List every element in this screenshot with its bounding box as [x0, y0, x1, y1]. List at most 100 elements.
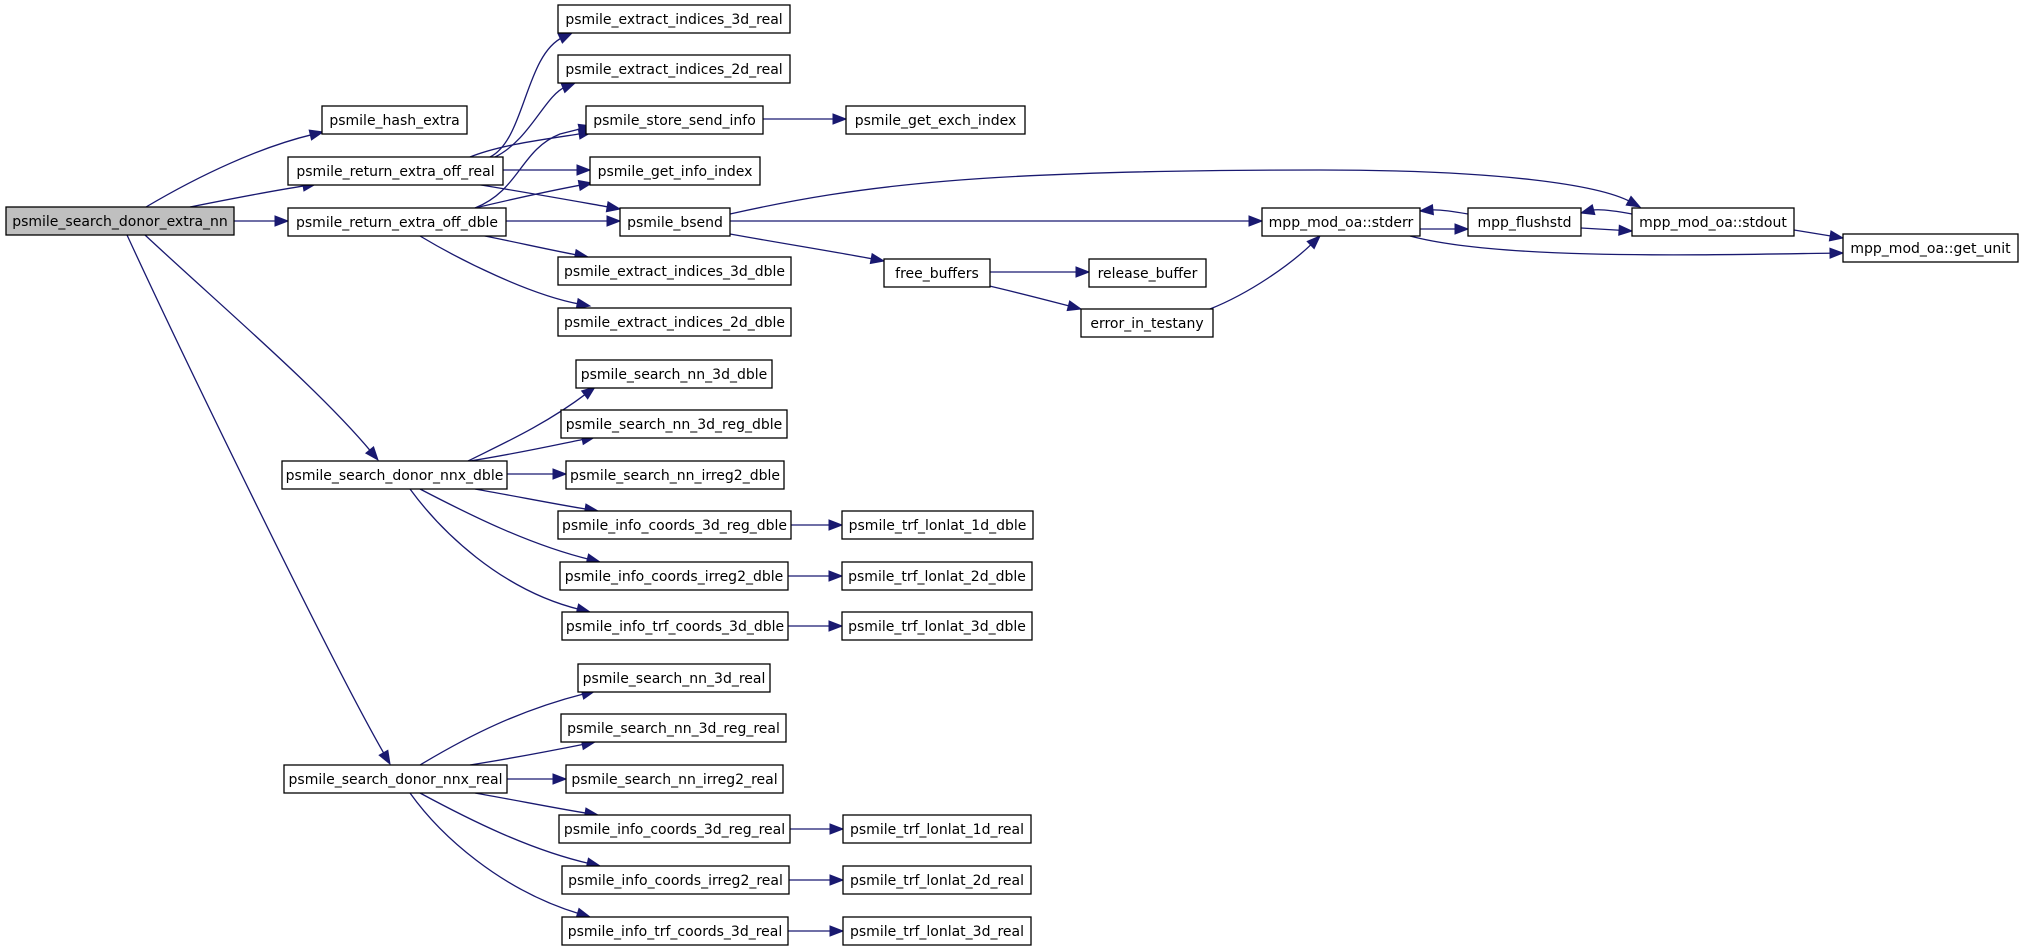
node-box[interactable]: [842, 916, 1032, 946]
node-bsend[interactable]: psmile_bsend: [619, 207, 731, 237]
node-box[interactable]: [841, 561, 1033, 591]
node-label[interactable]: psmile_info_trf_coords_3d_real: [568, 924, 782, 940]
node-itc3d[interactable]: psmile_info_trf_coords_3d_dble: [561, 611, 789, 641]
node-box[interactable]: [287, 156, 504, 186]
node-box[interactable]: [321, 105, 468, 135]
node-store[interactable]: psmile_store_send_info: [585, 105, 764, 135]
node-box[interactable]: [841, 611, 1033, 641]
node-tl1r[interactable]: psmile_trf_lonlat_1d_real: [842, 814, 1032, 844]
node-box[interactable]: [560, 409, 788, 439]
node-ret_real[interactable]: psmile_return_extra_off_real: [287, 156, 504, 186]
node-label[interactable]: psmile_trf_lonlat_3d_real: [850, 924, 1024, 940]
node-release[interactable]: release_buffer: [1088, 258, 1207, 288]
node-label[interactable]: release_buffer: [1098, 266, 1198, 282]
node-label[interactable]: free_buffers: [895, 266, 979, 282]
node-label[interactable]: mpp_mod_oa::stdout: [1639, 215, 1787, 231]
node-box[interactable]: [565, 460, 785, 490]
node-box[interactable]: [1842, 233, 2019, 263]
node-box[interactable]: [5, 206, 235, 236]
node-stderr[interactable]: mpp_mod_oa::stderr: [1261, 207, 1421, 237]
node-getinfo[interactable]: psmile_get_info_index: [589, 156, 761, 186]
node-sn3r[interactable]: psmile_search_nn_3d_real: [577, 663, 771, 693]
node-box[interactable]: [577, 663, 771, 693]
node-label[interactable]: psmile_trf_lonlat_1d_real: [850, 822, 1024, 838]
node-box[interactable]: [619, 207, 731, 237]
node-box[interactable]: [845, 105, 1026, 135]
node-ext3d[interactable]: psmile_extract_indices_3d_dble: [557, 256, 792, 286]
node-box[interactable]: [561, 865, 790, 895]
node-label[interactable]: psmile_trf_lonlat_3d_dble: [848, 619, 1026, 635]
node-hash_extra[interactable]: psmile_hash_extra: [321, 105, 468, 135]
node-label[interactable]: psmile_trf_lonlat_2d_dble: [848, 569, 1026, 585]
node-box[interactable]: [557, 510, 792, 540]
node-box[interactable]: [560, 713, 787, 743]
node-label[interactable]: psmile_get_info_index: [598, 164, 753, 180]
node-box[interactable]: [1088, 258, 1207, 288]
node-ext2d[interactable]: psmile_extract_indices_2d_dble: [557, 307, 792, 337]
node-box[interactable]: [557, 54, 791, 84]
node-label[interactable]: psmile_search_nn_3d_dble: [581, 367, 768, 383]
node-label[interactable]: psmile_search_nn_3d_real: [583, 671, 766, 687]
node-label[interactable]: psmile_get_exch_index: [855, 113, 1016, 129]
node-box[interactable]: [841, 510, 1034, 540]
node-label[interactable]: psmile_hash_extra: [329, 113, 459, 129]
node-box[interactable]: [1261, 207, 1421, 237]
node-label[interactable]: error_in_testany: [1090, 316, 1203, 332]
node-label[interactable]: mpp_mod_oa::stderr: [1269, 215, 1414, 231]
node-box[interactable]: [559, 561, 789, 591]
node-box[interactable]: [585, 105, 764, 135]
node-box[interactable]: [557, 4, 791, 34]
node-label[interactable]: psmile_info_trf_coords_3d_dble: [566, 619, 784, 635]
node-errtest[interactable]: error_in_testany: [1080, 308, 1214, 338]
node-ext2r[interactable]: psmile_extract_indices_2d_real: [557, 54, 791, 84]
node-label[interactable]: psmile_store_send_info: [593, 113, 756, 129]
node-label[interactable]: mpp_flushstd: [1478, 215, 1572, 231]
node-box[interactable]: [287, 207, 507, 237]
node-nnx_real[interactable]: psmile_search_donor_nnx_real: [283, 764, 508, 794]
node-icir2d[interactable]: psmile_info_coords_irreg2_dble: [559, 561, 789, 591]
node-sn3rd[interactable]: psmile_search_nn_3d_reg_dble: [560, 409, 788, 439]
node-label[interactable]: psmile_search_nn_irreg2_dble: [570, 468, 780, 484]
node-sn3rr[interactable]: psmile_search_nn_3d_reg_real: [560, 713, 787, 743]
node-box[interactable]: [842, 814, 1032, 844]
node-snir2r[interactable]: psmile_search_nn_irreg2_real: [565, 764, 784, 794]
node-box[interactable]: [842, 865, 1032, 895]
node-tl3r[interactable]: psmile_trf_lonlat_3d_real: [842, 916, 1032, 946]
node-label[interactable]: psmile_extract_indices_2d_real: [565, 62, 782, 78]
node-exch[interactable]: psmile_get_exch_index: [845, 105, 1026, 135]
node-box[interactable]: [561, 611, 789, 641]
node-tl1d[interactable]: psmile_trf_lonlat_1d_dble: [841, 510, 1034, 540]
node-box[interactable]: [589, 156, 761, 186]
node-label[interactable]: psmile_info_coords_irreg2_dble: [565, 569, 784, 585]
node-stdout[interactable]: mpp_mod_oa::stdout: [1631, 207, 1795, 237]
node-tl2r[interactable]: psmile_trf_lonlat_2d_real: [842, 865, 1032, 895]
node-root[interactable]: psmile_search_donor_extra_nn: [5, 206, 235, 236]
node-label[interactable]: psmile_return_extra_off_real: [296, 164, 494, 180]
node-box[interactable]: [558, 814, 791, 844]
node-label[interactable]: psmile_info_coords_3d_reg_dble: [562, 518, 787, 534]
node-box[interactable]: [283, 764, 508, 794]
node-getunit[interactable]: mpp_mod_oa::get_unit: [1842, 233, 2019, 263]
node-box[interactable]: [281, 460, 508, 490]
node-nnx_dble[interactable]: psmile_search_donor_nnx_dble: [281, 460, 508, 490]
node-ext3r[interactable]: psmile_extract_indices_3d_real: [557, 4, 791, 34]
node-box[interactable]: [1467, 207, 1582, 237]
node-free[interactable]: free_buffers: [883, 258, 991, 288]
node-label[interactable]: psmile_info_coords_irreg2_real: [568, 873, 783, 889]
node-label[interactable]: mpp_mod_oa::get_unit: [1850, 241, 2011, 257]
node-ret_dble[interactable]: psmile_return_extra_off_dble: [287, 207, 507, 237]
node-snir2d[interactable]: psmile_search_nn_irreg2_dble: [565, 460, 785, 490]
node-tl2d[interactable]: psmile_trf_lonlat_2d_dble: [841, 561, 1033, 591]
node-label[interactable]: psmile_info_coords_3d_reg_real: [564, 822, 785, 838]
node-box[interactable]: [1631, 207, 1795, 237]
node-label[interactable]: psmile_search_donor_extra_nn: [12, 214, 228, 230]
node-label[interactable]: psmile_search_nn_3d_reg_dble: [566, 417, 782, 433]
node-label[interactable]: psmile_bsend: [627, 215, 723, 231]
node-label[interactable]: psmile_search_nn_irreg2_real: [571, 772, 777, 788]
node-box[interactable]: [883, 258, 991, 288]
node-ic3rr[interactable]: psmile_info_coords_3d_reg_real: [558, 814, 791, 844]
node-label[interactable]: psmile_trf_lonlat_1d_dble: [849, 518, 1027, 534]
node-flush[interactable]: mpp_flushstd: [1467, 207, 1582, 237]
node-label[interactable]: psmile_extract_indices_2d_dble: [564, 315, 785, 331]
node-label[interactable]: psmile_extract_indices_3d_real: [565, 12, 782, 28]
